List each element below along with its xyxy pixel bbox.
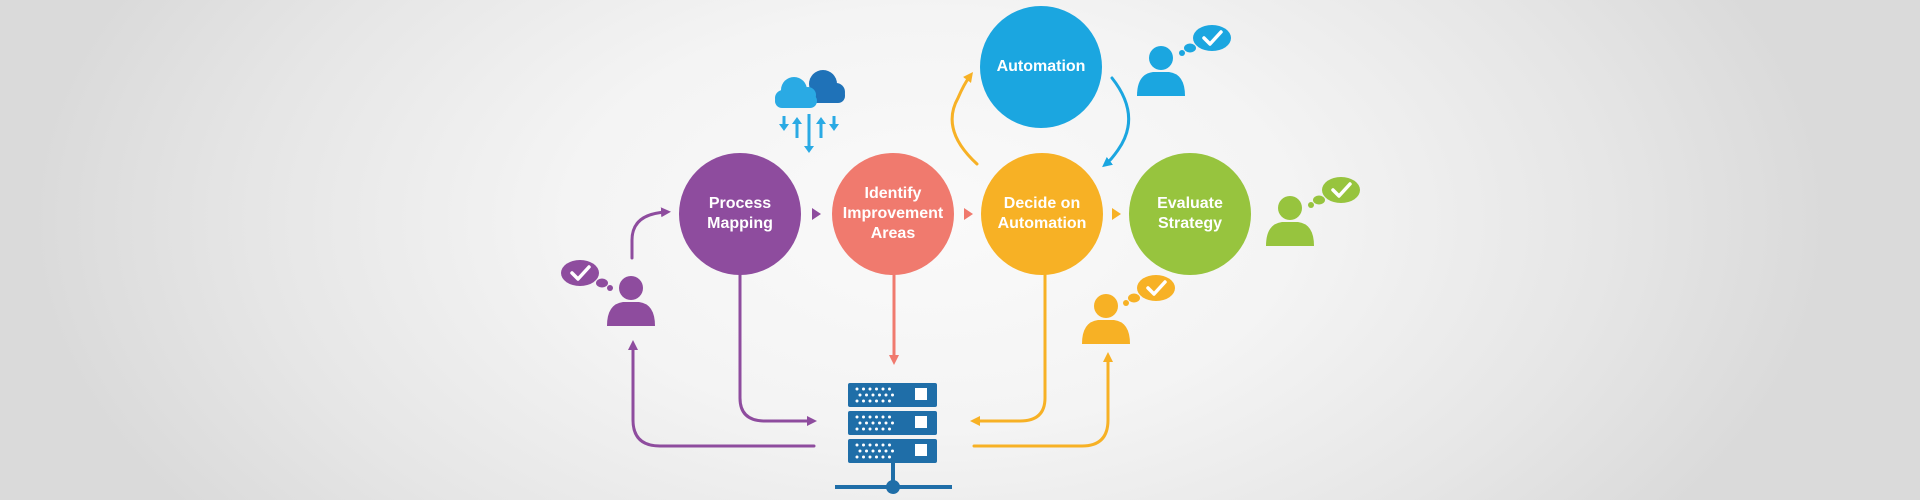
approval-bubble bbox=[1137, 275, 1175, 301]
server-rack-icon bbox=[835, 383, 952, 494]
label-automation: Automation bbox=[996, 58, 1086, 75]
chevron-identify-to-decide bbox=[964, 208, 973, 220]
user-approval-icon-blue bbox=[1137, 25, 1231, 96]
node-evaluate-strategy[interactable] bbox=[1129, 153, 1251, 275]
approval-bubble bbox=[1322, 177, 1360, 203]
node-automation[interactable] bbox=[980, 6, 1102, 128]
check-icon bbox=[1202, 30, 1223, 46]
arrow-automation-to-decide bbox=[1102, 76, 1131, 168]
chevron-decide-to-evaluate bbox=[1112, 208, 1121, 220]
label-evaluate-strategy: Evaluate Strategy bbox=[1157, 195, 1223, 232]
user-approval-icon-orange bbox=[1082, 275, 1175, 344]
node-identify-improvement-areas[interactable] bbox=[832, 153, 954, 275]
connectors bbox=[628, 71, 1131, 448]
arrow-server-to-purple-user bbox=[628, 340, 816, 448]
process-nodes bbox=[679, 6, 1251, 275]
check-icon bbox=[570, 265, 591, 281]
arrow-decide-to-automation bbox=[950, 71, 979, 166]
cloud-sync-icon bbox=[775, 70, 845, 153]
check-icon bbox=[1146, 280, 1167, 296]
arrow-server-to-orange-user bbox=[972, 352, 1113, 448]
arrow-process-mapping-to-server bbox=[738, 273, 817, 426]
arrow-user-to-process-mapping bbox=[630, 207, 671, 260]
flow-chevrons bbox=[812, 208, 1121, 220]
node-process-mapping[interactable] bbox=[679, 153, 801, 275]
label-decide-on-automation: Decide on Automation bbox=[997, 195, 1087, 232]
arrow-decide-to-server bbox=[970, 273, 1047, 426]
node-decide-on-automation[interactable] bbox=[981, 153, 1103, 275]
approval-bubble bbox=[1193, 25, 1231, 51]
label-identify-improvement-areas: Identify Improvement Areas bbox=[842, 185, 944, 242]
user-approval-icon-green bbox=[1266, 177, 1360, 246]
check-icon bbox=[1331, 182, 1352, 198]
approval-bubble bbox=[561, 260, 599, 286]
user-approval-icon-purple bbox=[561, 260, 655, 326]
label-process-mapping: Process Mapping bbox=[707, 195, 773, 232]
chevron-process-to-identify bbox=[812, 208, 821, 220]
